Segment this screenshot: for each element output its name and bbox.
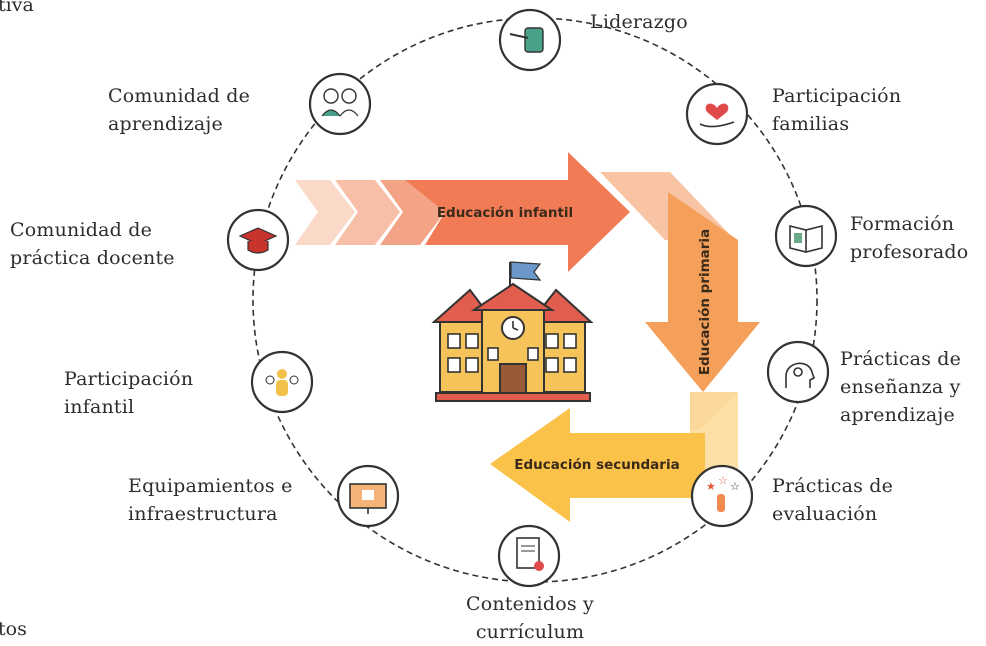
node-equipamientos (336, 464, 400, 528)
stage-label-primaria: Educación primaria (697, 229, 713, 375)
svg-text:★: ★ (706, 480, 716, 493)
label-comunidad-aprendizaje: Comunidad de aprendizaje (108, 85, 251, 135)
label-comunidad-practica: Comunidad de práctica docente (10, 219, 175, 269)
computer-monitor-icon (349, 483, 387, 514)
children-group-icon (265, 369, 299, 396)
open-book-icon (789, 224, 823, 253)
node-formacion-profesorado (774, 204, 838, 268)
stage-label-secundaria: Educación secundaria (514, 457, 679, 473)
node-contenidos-curriculum (497, 524, 561, 588)
connector-bottom-corner (690, 392, 738, 430)
hand-stars-rating-icon: ★ ☆ ☆ (706, 474, 740, 512)
certificate-document-icon (516, 537, 544, 571)
node-liderazgo (498, 8, 562, 72)
node-participacion-familias (685, 82, 749, 146)
head-gears-icon (785, 362, 815, 388)
primaria-arrow (645, 192, 760, 392)
svg-text:☆: ☆ (730, 480, 740, 493)
node-practicas-evaluacion: ★ ☆ ☆ (690, 464, 754, 528)
cropped-text-bottom-left: tos (0, 618, 27, 640)
label-liderazgo: Liderazgo (590, 11, 688, 33)
svg-text:☆: ☆ (718, 474, 728, 487)
label-contenidos-curriculum: Contenidos y currículum (466, 593, 594, 643)
secundaria-arrow (490, 408, 705, 522)
node-comunidad-aprendizaje (308, 72, 372, 136)
school-building-icon (431, 261, 594, 402)
infantil-arrow (405, 152, 630, 272)
label-equipamientos: Equipamientos e infraestructura (128, 475, 293, 525)
label-practicas-evaluacion: Prácticas de evaluación (772, 475, 894, 525)
label-practicas-ensenanza: Prácticas de enseñanza y aprendizaje (840, 348, 962, 426)
heart-in-hand-icon (699, 103, 735, 128)
stage-label-infantil: Educación infantil (437, 205, 573, 221)
label-participacion-familias: Participación familias (772, 85, 902, 135)
label-participacion-infantil: Participación infantil (64, 368, 194, 418)
node-comunidad-practica (226, 208, 290, 272)
cropped-text-top-left: tiva (0, 0, 34, 16)
node-practicas-ensenanza (766, 340, 830, 404)
node-participacion-infantil (250, 350, 314, 414)
two-people-icon (321, 88, 359, 117)
label-formacion-profesorado: Formación profesorado (850, 213, 969, 263)
hand-with-pen-icon (509, 27, 544, 53)
graduation-cap-icon (238, 227, 278, 254)
